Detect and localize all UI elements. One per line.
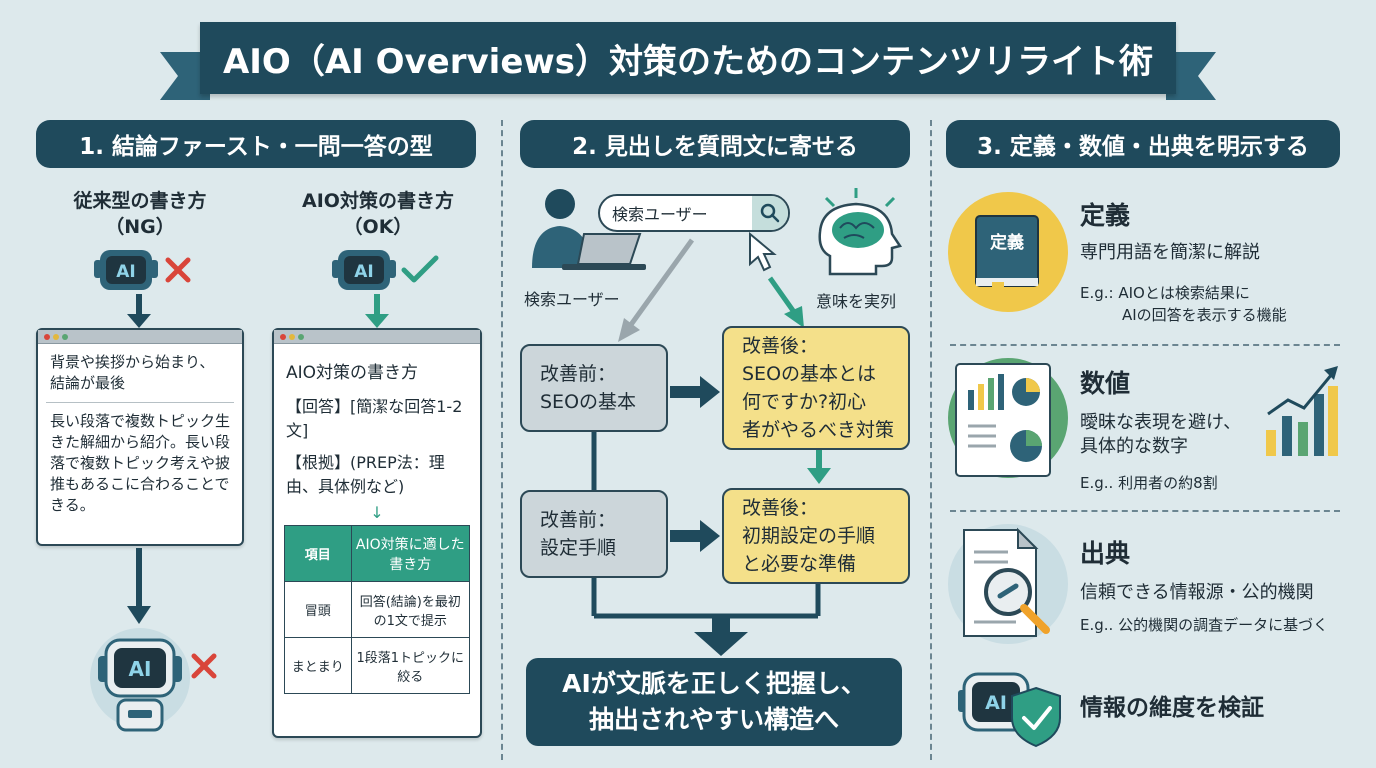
arrow-down-teal: [807, 450, 831, 484]
ok-arrow-down-top: [365, 294, 389, 328]
svg-text:AI: AI: [985, 692, 1007, 714]
table-row-2-item: まとまり: [284, 637, 352, 694]
verify-text: 情報の維度を検証: [1080, 695, 1264, 721]
after2-line1: 改善後：: [742, 497, 819, 519]
source-eg: E.g.. 公的機関の調査データに基づく: [1080, 616, 1329, 634]
col2-top-arrows: [618, 238, 804, 342]
brain-head-icon: [818, 188, 903, 276]
search-icon[interactable]: [752, 196, 788, 230]
svg-text:AI: AI: [354, 262, 373, 282]
col3-heading: 3. 定義・数値・出典を明示する: [946, 120, 1340, 168]
before2-line1: 改善前：: [540, 509, 617, 531]
col3-heading-text: 3. 定義・数値・出典を明示する: [977, 134, 1309, 160]
book-icon: [948, 192, 1068, 312]
before2-line2: 設定手順: [540, 537, 617, 559]
title-banner: AIO（AI Overviews）対策のためのコンテンツリライト術: [200, 22, 1176, 94]
arrow-down-result: [694, 614, 748, 656]
ng-para1: 背景や挨拶から始まり、結論が最後: [46, 344, 234, 403]
col2-heading: 2. 見出しを質問文に寄せる: [520, 120, 910, 168]
brain-label: 意味を実列: [816, 292, 897, 311]
ng-card-titlebar: [38, 330, 242, 344]
user-label: 検索ユーザー: [524, 290, 620, 309]
numbers-sub-line1: 曖昧な表現を避け、: [1080, 412, 1242, 433]
cursor-icon: [749, 232, 777, 272]
result-line1: AIが文脈を正しく把握し、: [562, 669, 866, 698]
after1-line2: SEOの基本とは: [742, 363, 877, 385]
ok-table: 項目 AIO対策に適した書き方 冒頭 回答(結論)を最初の1文で提示 まとまり …: [284, 525, 471, 694]
after1-line3: 何ですか?初心: [742, 391, 867, 413]
search-text: 検索ユーザー: [612, 205, 708, 224]
result-line2: 抽出されやすい構造へ: [588, 705, 839, 734]
title-ribbon-tails: [160, 52, 1216, 100]
definition-eg-line2: AIの回答を表示する機能: [1122, 306, 1287, 324]
col3-separator-1: [950, 344, 1340, 346]
ng-robot-full-icon: AI: [90, 628, 217, 732]
column-divider-1: [501, 120, 503, 760]
col2-heading-text: 2. 見出しを質問文に寄せる: [572, 134, 858, 160]
ok-basis: 【根拠】(PREP法：理由、具体例など): [286, 453, 445, 496]
ok-card-title: AIO対策の書き方: [286, 363, 419, 383]
ok-label-line1: AIO対策の書き方: [302, 190, 454, 212]
svg-text:AI: AI: [129, 657, 152, 681]
flow-connector: [591, 432, 821, 619]
after-box-2: 改善後： 初期設定の手順 と必要な準備: [722, 488, 910, 584]
ok-inner-arrow: ↓: [370, 503, 384, 522]
col1-heading: 1. 結論ファースト・一問一答の型: [36, 120, 476, 168]
svg-text:AI: AI: [116, 262, 135, 282]
ng-arrow-down-bottom: [127, 548, 151, 624]
ok-robot-icon: AI: [332, 250, 439, 290]
ok-card-titlebar: [274, 330, 480, 344]
numbers-eg: E.g.. 利用者の約8割: [1080, 474, 1218, 492]
before-box-1: 改善前： SEOの基本: [520, 344, 668, 432]
col3-separator-2: [950, 510, 1340, 512]
arrow-right-1: [670, 376, 720, 408]
ok-table-wrap: 項目 AIO対策に適した書き方 冒頭 回答(結論)を最初の1文で提示 まとまり …: [274, 525, 480, 694]
page-title: AIO（AI Overviews）対策のためのコンテンツリライト術: [222, 41, 1154, 82]
table-row-2-desc: 1段落1トピックに絞る: [350, 637, 471, 694]
result-banner: AIが文脈を正しく把握し、 抽出されやすい構造へ: [526, 658, 902, 746]
user-laptop-icon: [532, 189, 646, 270]
source-title: 出典: [1080, 539, 1131, 568]
definition-eg-line1: E.g.: AIOとは検索結果に: [1080, 284, 1250, 302]
verify-robot-shield-icon: AI: [958, 672, 1061, 748]
table-header-item: 項目: [284, 525, 352, 582]
col1-heading-text: 1. 結論ファースト・一問一答の型: [79, 134, 433, 160]
table-row-1-desc: 回答(結論)を最初の1文で提示: [350, 581, 471, 638]
numbers-title: 数値: [1080, 369, 1131, 398]
after-box-1: 改善後： SEOの基本とは 何ですか?初心 者がやるべき対策: [722, 326, 910, 450]
before-box-2: 改善前： 設定手順: [520, 490, 668, 578]
table-row-1-item: 冒頭: [284, 581, 352, 638]
definition-title: 定義: [1080, 201, 1131, 230]
ng-robot-icon: AI: [94, 250, 191, 290]
ok-label: AIO対策の書き方 （OK）: [278, 188, 478, 240]
before1-line1: 改善前：: [540, 363, 617, 385]
definition-sub: 専門用語を簡潔に解説: [1080, 242, 1260, 263]
ng-content-card: 背景や挨拶から始まり、結論が最後 長い段落で複数トピック生きた解細から紹介。長い…: [36, 328, 244, 546]
ng-label-line2: （NG）: [105, 216, 175, 238]
ng-label: 従来型の書き方 （NG）: [40, 188, 240, 240]
table-header-desc: AIO対策に適した書き方: [350, 525, 471, 582]
ng-arrow-down-top: [127, 294, 151, 328]
ng-label-line1: 従来型の書き方: [73, 190, 207, 212]
column-divider-2: [930, 120, 932, 760]
ok-label-line2: （OK）: [343, 216, 413, 238]
source-sub: 信頼できる情報源・公的機関: [1080, 582, 1314, 603]
growth-chart-icon: [1266, 366, 1338, 456]
before1-line2: SEOの基本: [540, 391, 637, 413]
report-chart-icon: [948, 358, 1068, 478]
document-magnifier-icon: [948, 524, 1068, 644]
after2-line3: と必要な準備: [742, 553, 857, 575]
after1-line1: 改善後：: [742, 335, 819, 357]
book-icon-text: 定義: [990, 233, 1024, 253]
ok-answer: 【回答】[簡潔な回答1-2文]: [286, 397, 463, 440]
ok-content-card: AIO対策の書き方 【回答】[簡潔な回答1-2文] 【根拠】(PREP法：理由、…: [272, 328, 482, 738]
ng-para2: 長い段落で複数トピック生きた解細から紹介。長い段落で複数トピック考えや披推もある…: [50, 412, 231, 514]
after1-line4: 者がやるべき対策: [742, 419, 895, 441]
after2-line2: 初期設定の手順: [742, 525, 876, 547]
arrow-right-2: [670, 520, 720, 552]
numbers-sub-line2: 具体的な数字: [1080, 436, 1188, 457]
